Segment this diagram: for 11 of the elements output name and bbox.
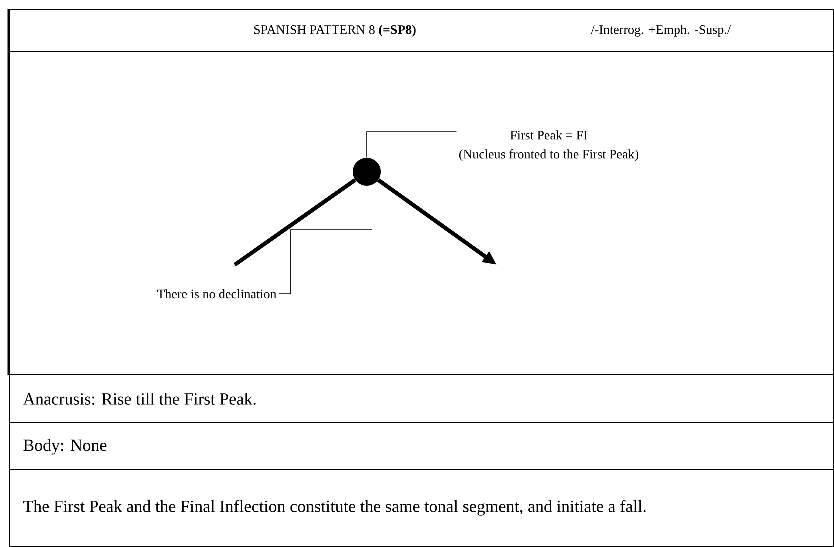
peak-dot — [353, 158, 381, 186]
leader-line — [366, 132, 458, 158]
annotation-text: First Peak = FI (Nucleus fronted to the First Peak) — [460, 130, 639, 162]
table-cell-text: Body: None — [24, 439, 107, 455]
table-cell-text: The First Peak and the Final Inflection constitute the same tonal segment, and initiate a fall. — [24, 500, 646, 516]
feature-label: /-Interrog. +Emph. -Susp./ — [591, 25, 732, 37]
annotation-text: There is no declination — [158, 289, 277, 299]
table-cell-text: Anacrusis: Rise till the First Peak. — [23, 393, 256, 406]
contour-line — [234, 178, 357, 267]
title: SPANISH PATTERN 8 (=SP8) — [254, 25, 416, 37]
leader-line — [278, 230, 372, 294]
